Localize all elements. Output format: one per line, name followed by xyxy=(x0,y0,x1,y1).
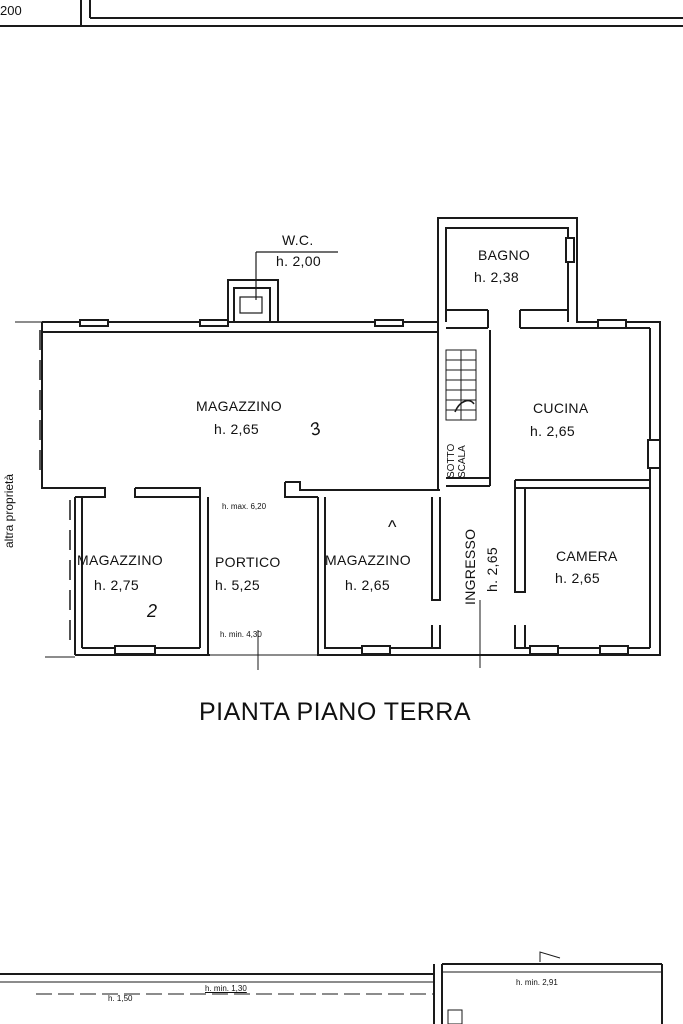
portico-name: PORTICO xyxy=(215,554,281,570)
cucina-name: CUCINA xyxy=(533,400,589,416)
lower-plan-fragment xyxy=(0,951,663,1024)
portico-height: h. 5,25 xyxy=(215,577,260,593)
camera-height: h. 2,65 xyxy=(555,570,600,586)
header-frame xyxy=(0,0,683,27)
cucina-height: h. 2,65 xyxy=(530,423,575,439)
magazzino-mid-mark: ^ xyxy=(388,517,397,537)
magazzino-left-name: MAGAZZINO xyxy=(77,552,163,568)
walls-right-block xyxy=(437,217,661,668)
lower-hmin1: h. min. 1,30 xyxy=(205,984,247,993)
property-boundary xyxy=(15,321,75,658)
sottoscala-line1: SOTTO xyxy=(446,443,457,478)
magazzino-left-mark: 2 xyxy=(147,601,158,621)
wc-name: W.C. xyxy=(282,232,314,248)
ingresso-name: INGRESSO xyxy=(462,528,478,605)
wc-height: h. 2,00 xyxy=(276,253,321,269)
staircase xyxy=(445,349,477,421)
magazzino-left-height: h. 2,75 xyxy=(94,577,139,593)
magazzino-mid-name: MAGAZZINO xyxy=(325,552,411,568)
side-label: altra proprietà xyxy=(2,473,16,548)
sottoscala-line2: SCALA xyxy=(457,445,468,478)
walls-wc xyxy=(227,251,338,322)
header-scale: 200 xyxy=(0,3,22,18)
walls-main-magazzino xyxy=(41,319,440,498)
magazzino-main-name: MAGAZZINO xyxy=(196,398,282,414)
plan-title: PIANTA PIANO TERRA xyxy=(199,698,472,726)
lower-hmin2: h. min. 2,91 xyxy=(516,978,558,987)
lower-h1: h. 1,50 xyxy=(108,994,133,1003)
magazzino-mid-height: h. 2,65 xyxy=(345,577,390,593)
walls-lower-left xyxy=(74,497,318,670)
walls-mid-magazzino xyxy=(317,497,441,656)
camera-name: CAMERA xyxy=(556,548,618,564)
portico-hmin: h. min. 4,30 xyxy=(220,630,262,639)
portico-hmax: h. max. 6,20 xyxy=(222,502,267,511)
ingresso-height: h. 2,65 xyxy=(484,547,500,592)
magazzino-main-height: h. 2,65 xyxy=(214,421,259,437)
bagno-name: BAGNO xyxy=(478,247,531,263)
bagno-height: h. 2,38 xyxy=(474,269,519,285)
